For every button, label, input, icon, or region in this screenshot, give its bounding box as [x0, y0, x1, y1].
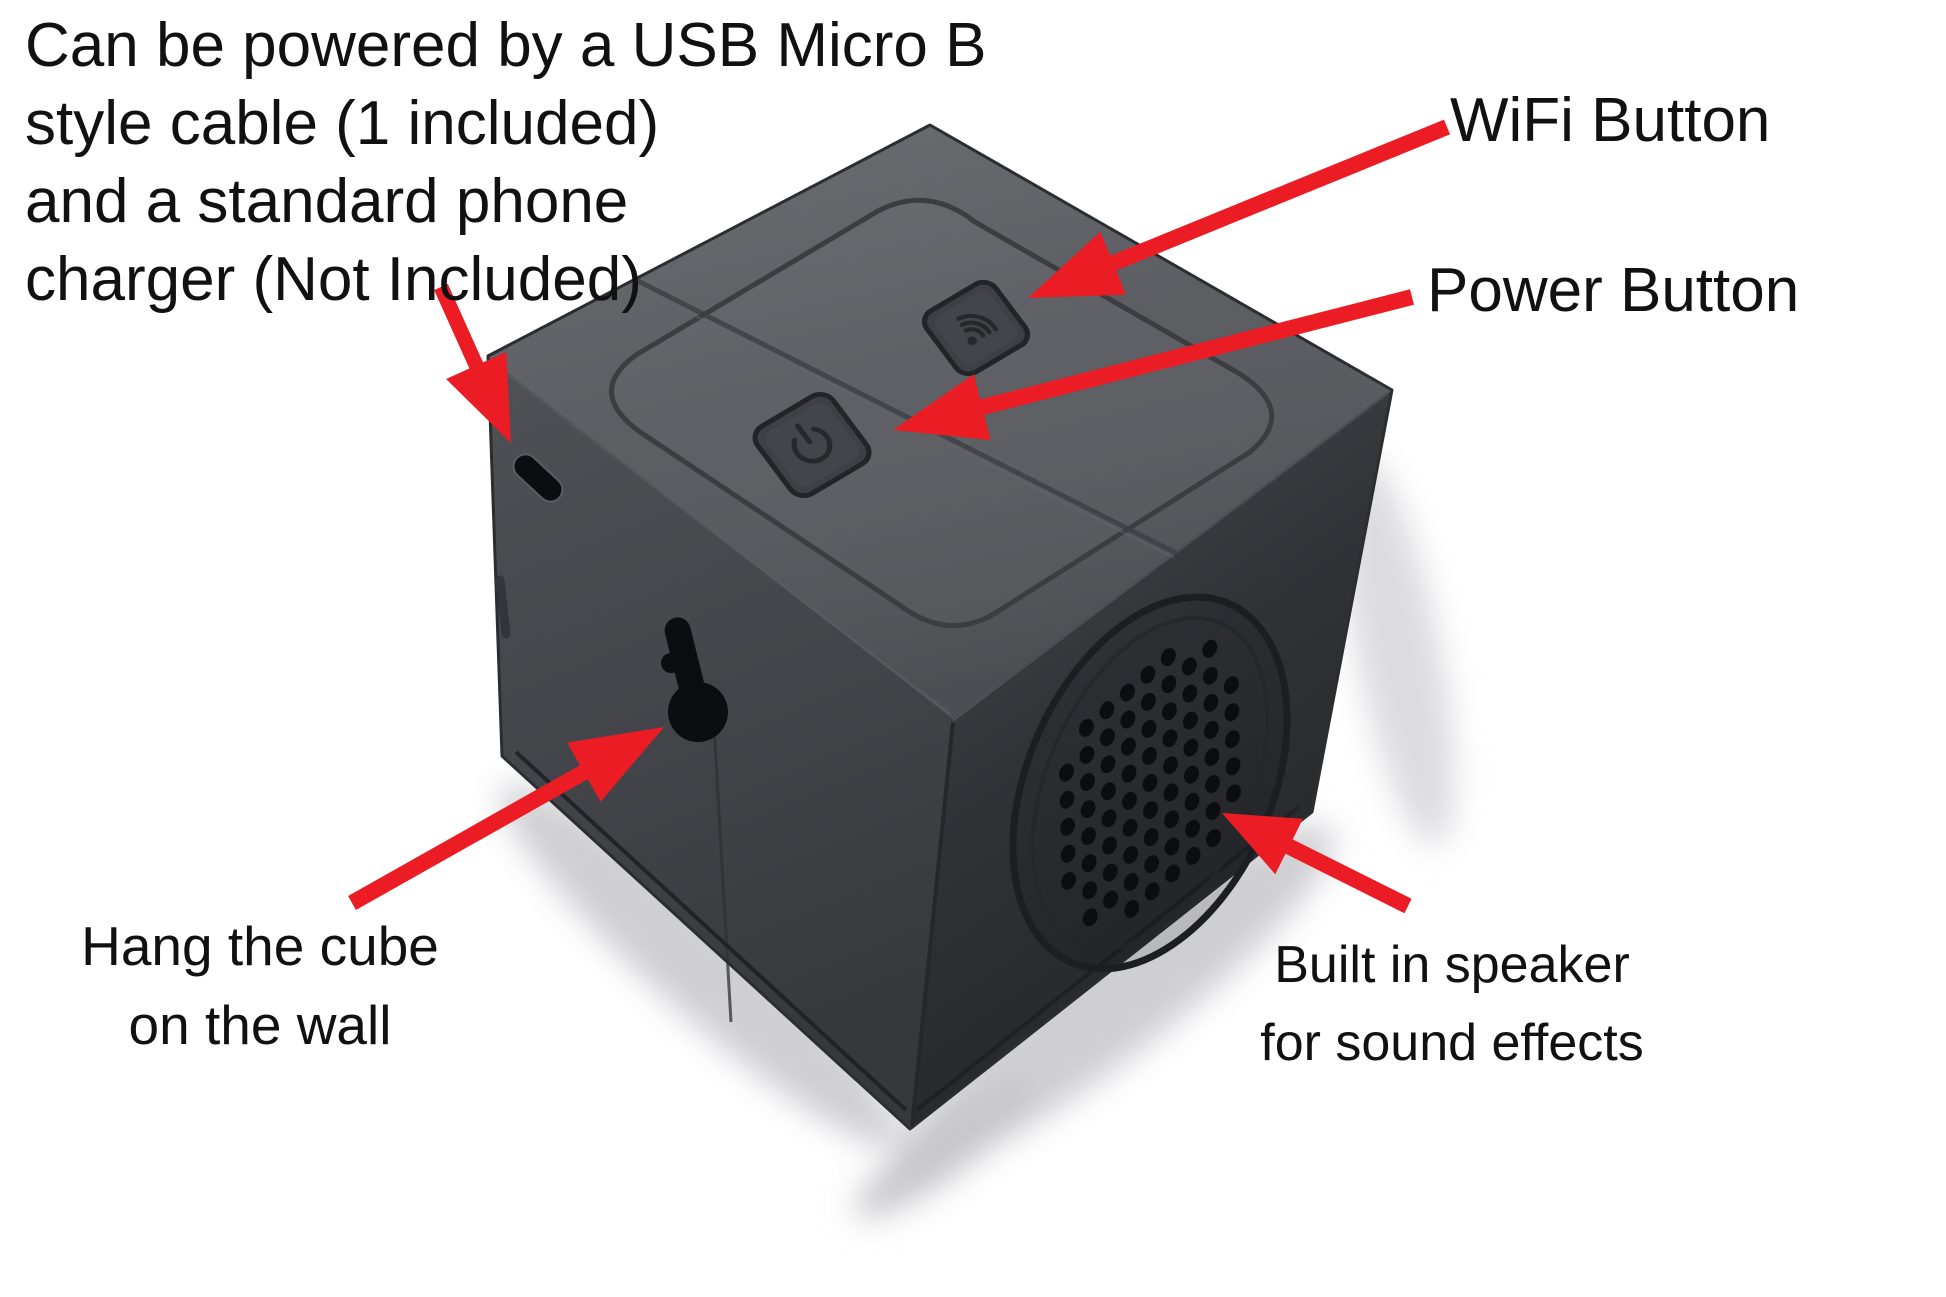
usb-arrow — [434, 283, 511, 443]
top-face-seam-highlight — [633, 284, 1175, 559]
front-vertical-edge — [910, 721, 955, 1127]
top-panel-ridge — [609, 197, 1275, 629]
wifi-button-label: WiFi Button — [1450, 86, 1771, 155]
top-left-bevel-edge — [491, 360, 951, 716]
wifi-icon — [956, 313, 999, 345]
base-rim-left — [514, 750, 908, 1112]
cube-outline — [486, 123, 1394, 1131]
speaker-grille-dots — [1059, 639, 1241, 927]
power-arrow — [893, 289, 1414, 441]
top-face-seam — [634, 277, 1178, 556]
speaker-grille — [1009, 593, 1291, 973]
wifi-button — [921, 279, 1031, 377]
usb-note-line-2: style cable (1 included) — [25, 89, 660, 158]
left-face-seam — [710, 689, 733, 1023]
hang-arrow — [348, 727, 664, 910]
wall-mount-label: Hang the cube on the wall — [60, 907, 460, 1065]
cast-shadow — [500, 453, 1455, 1218]
speaker-arrow — [1222, 813, 1412, 914]
keyhole-wall-mount — [661, 617, 728, 742]
usb-note-line-1: Can be powered by a USB Micro B — [25, 11, 987, 80]
power-button-label: Power Button — [1427, 256, 1800, 325]
usb-power-note: Can be powered by a USB Micro B style ca… — [25, 7, 986, 319]
wifi-arrow — [1028, 119, 1450, 298]
cube-left-face-shading — [488, 356, 955, 1129]
annotation-arrows — [348, 119, 1450, 914]
speaker-label: Built in speaker for sound effects — [1202, 926, 1702, 1082]
power-icon — [791, 423, 833, 464]
power-button — [752, 392, 872, 498]
top-right-bevel-edge — [954, 391, 1389, 720]
usb-micro-b-port — [512, 453, 564, 503]
wall-mount-label-line-2: on the wall — [128, 994, 392, 1056]
wall-mount-label-line-1: Hang the cube — [81, 915, 439, 977]
speaker-label-line-2: for sound effects — [1260, 1014, 1644, 1072]
usb-note-line-3: and a standard phone — [25, 167, 629, 236]
speaker-label-line-1: Built in speaker — [1274, 936, 1630, 994]
usb-note-line-4: charger (Not Included) — [25, 245, 642, 314]
left-edge-groove — [495, 575, 511, 639]
base-rim-right — [915, 805, 1301, 1112]
